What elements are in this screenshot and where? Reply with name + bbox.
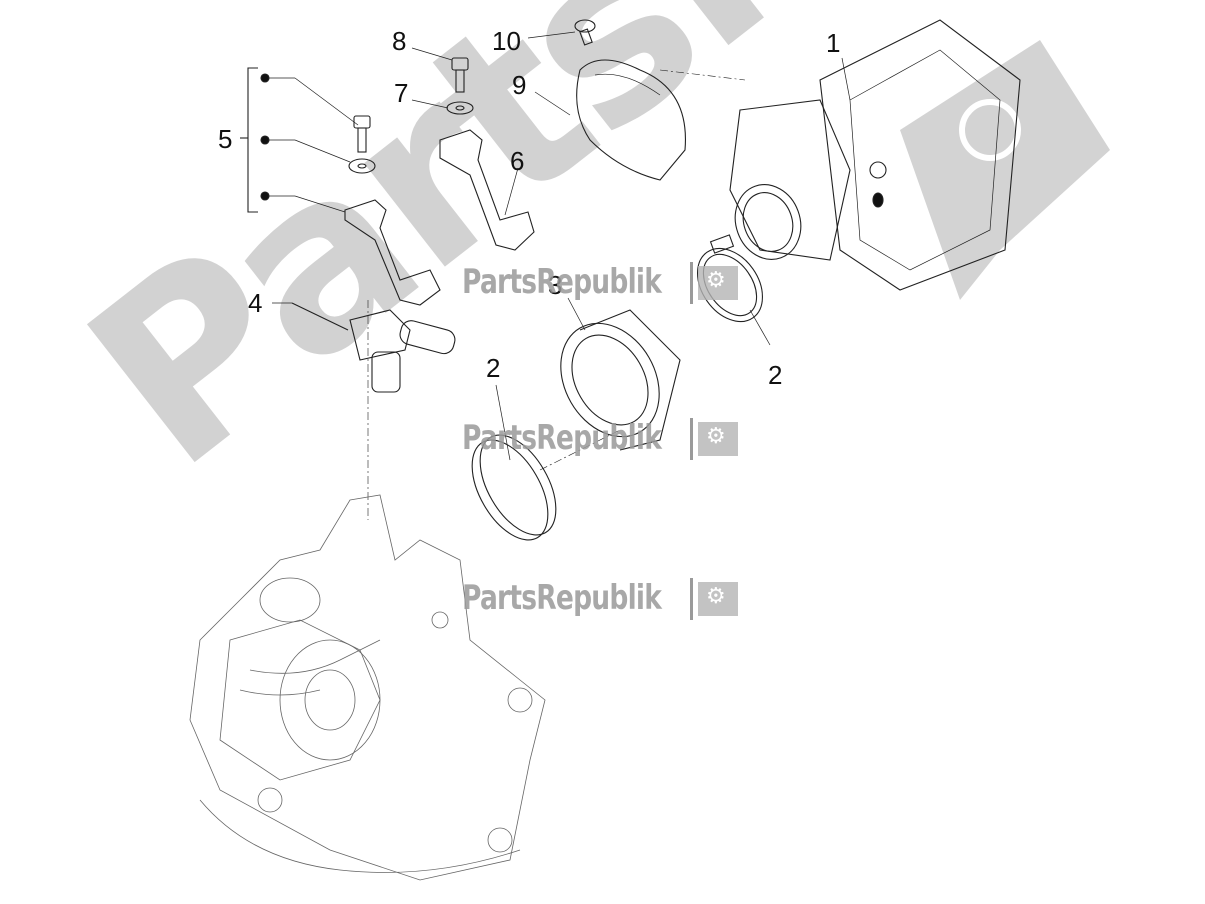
callout-1: 1 [826,28,841,58]
watermark-divider [690,578,693,620]
gear-icon [959,99,1021,161]
callout-8: 8 [392,26,407,56]
callout-9: 9 [512,70,527,100]
callout-10: 10 [492,26,521,56]
gear-flag-icon: ⚙ [698,582,738,616]
callout-4: 4 [248,288,263,318]
gear-flag-icon: ⚙ [698,422,738,456]
callout-5: 5 [218,124,233,154]
callout-6: 6 [510,146,525,176]
callout-2-lower: 2 [486,353,501,383]
watermark-divider [690,262,693,304]
watermark-text: PartsRepublik [462,262,662,302]
watermark-divider [690,418,693,460]
watermark-text: PartsRepublik [462,418,662,458]
callout-7: 7 [394,78,409,108]
callout-2-upper: 2 [768,360,783,390]
gear-flag-icon: ⚙ [698,266,738,300]
watermark-text: PartsRepublik [462,578,662,618]
callout-3: 3 [548,270,563,300]
